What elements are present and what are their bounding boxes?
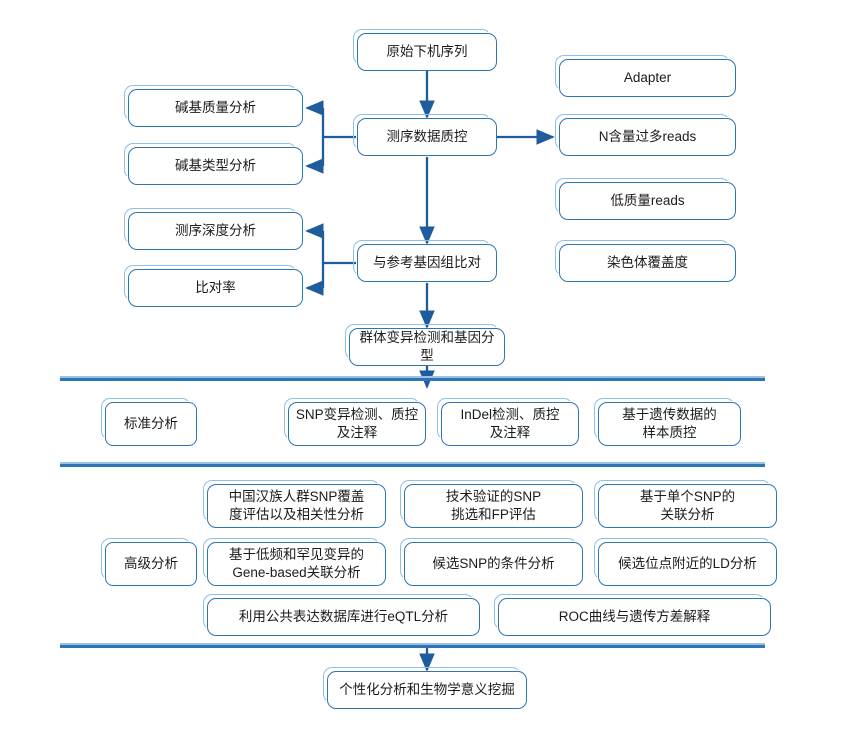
node-label: 染色体覆盖度 xyxy=(607,255,688,271)
node-base-type-analysis[interactable]: 碱基类型分析 xyxy=(124,143,303,185)
node-label: 测序数据质控 xyxy=(386,129,468,145)
node-sequencing-qc[interactable]: 测序数据质控 xyxy=(353,114,497,156)
divider-standard-bottom xyxy=(60,462,765,467)
section-label-advanced-analysis[interactable]: 高级分析 xyxy=(101,538,197,586)
node-gene-based-association[interactable]: 基于低频和罕见变异的 Gene-based关联分析 xyxy=(203,538,386,586)
node-candidate-snp-conditional[interactable]: 候选SNP的条件分析 xyxy=(400,538,583,586)
node-tech-validated-snp-fp[interactable]: 技术验证的SNP 挑选和FP评估 xyxy=(400,480,583,528)
node-label: 候选SNP的条件分析 xyxy=(432,556,555,572)
node-base-quality-analysis[interactable]: 碱基质量分析 xyxy=(124,85,303,127)
node-adapter[interactable]: Adapter xyxy=(555,55,736,97)
node-label: 比对率 xyxy=(195,280,236,296)
node-roc-genetic-variance[interactable]: ROC曲线与遗传方差解释 xyxy=(494,594,771,636)
section-label-text: 高级分析 xyxy=(124,556,178,572)
node-align-to-reference[interactable]: 与参考基因组比对 xyxy=(353,240,497,282)
node-label: 原始下机序列 xyxy=(386,44,468,60)
node-single-snp-association[interactable]: 基于单个SNP的 关联分析 xyxy=(594,480,777,528)
node-label: 基于遗传数据的 样本质控 xyxy=(622,407,717,440)
node-high-n-reads[interactable]: N含量过多reads xyxy=(555,114,736,156)
node-label: InDel检测、质控 及注释 xyxy=(460,407,560,440)
node-label: 与参考基因组比对 xyxy=(373,255,481,271)
node-label: 个性化分析和生物学意义挖掘 xyxy=(339,682,515,698)
node-label: 基于低频和罕见变异的 Gene-based关联分析 xyxy=(229,547,364,580)
node-label: SNP变异检测、质控 及注释 xyxy=(295,407,419,440)
node-public-expression-eqtl[interactable]: 利用公共表达数据库进行eQTL分析 xyxy=(203,594,480,636)
node-label: 利用公共表达数据库进行eQTL分析 xyxy=(238,609,449,625)
node-genetic-data-sample-qc[interactable]: 基于遗传数据的 样本质控 xyxy=(594,398,741,446)
node-label: 测序深度分析 xyxy=(175,223,256,239)
divider-standard-top xyxy=(60,376,765,381)
node-population-variant-genotyping[interactable]: 群体变异检测和基因分型 xyxy=(345,324,505,366)
node-candidate-locus-ld[interactable]: 候选位点附近的LD分析 xyxy=(594,538,777,586)
node-chromosome-coverage[interactable]: 染色体覆盖度 xyxy=(555,240,736,282)
node-label: 群体变异检测和基因分型 xyxy=(359,330,495,363)
node-label: 碱基质量分析 xyxy=(175,100,256,116)
node-indel-detection-qc-annotation[interactable]: InDel检测、质控 及注释 xyxy=(437,398,579,446)
node-label: 技术验证的SNP 挑选和FP评估 xyxy=(445,489,542,522)
node-han-chinese-snp-coverage[interactable]: 中国汉族人群SNP覆盖 度评估以及相关性分析 xyxy=(203,480,386,528)
section-label-text: 标准分析 xyxy=(124,416,178,432)
node-mapping-rate[interactable]: 比对率 xyxy=(124,265,303,307)
node-personalized-biological-interpretation[interactable]: 个性化分析和生物学意义挖掘 xyxy=(323,667,527,709)
node-label: Adapter xyxy=(623,70,672,86)
node-raw-sequence[interactable]: 原始下机序列 xyxy=(353,29,497,71)
node-label: 基于单个SNP的 关联分析 xyxy=(639,489,736,522)
node-label: 低质量reads xyxy=(610,193,685,209)
node-label: ROC曲线与遗传方差解释 xyxy=(558,609,711,625)
node-snp-detection-qc-annotation[interactable]: SNP变异检测、质控 及注释 xyxy=(284,398,426,446)
node-label: 候选位点附近的LD分析 xyxy=(618,556,757,572)
node-sequencing-depth-analysis[interactable]: 测序深度分析 xyxy=(124,208,303,250)
node-low-quality-reads[interactable]: 低质量reads xyxy=(555,178,736,220)
divider-advanced-bottom xyxy=(60,643,765,648)
section-label-standard-analysis[interactable]: 标准分析 xyxy=(101,398,197,446)
node-label: 中国汉族人群SNP覆盖 度评估以及相关性分析 xyxy=(228,489,365,522)
node-label: 碱基类型分析 xyxy=(175,158,256,174)
node-label: N含量过多reads xyxy=(598,129,697,145)
